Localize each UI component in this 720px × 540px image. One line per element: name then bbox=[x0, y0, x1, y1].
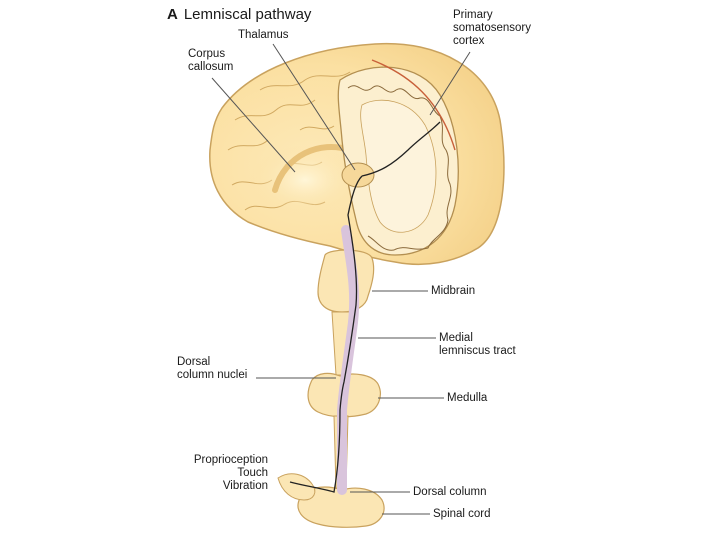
figure-letter: A bbox=[167, 6, 178, 23]
label-dorsal-column: Dorsal column bbox=[413, 486, 487, 499]
label-primary-line1: Primary bbox=[453, 9, 531, 22]
label-proprioception: Proprioception bbox=[170, 454, 268, 467]
label-medulla: Medulla bbox=[447, 392, 487, 405]
label-vibration: Vibration bbox=[170, 480, 268, 493]
figure-title: A Lemniscal pathway bbox=[167, 6, 311, 23]
label-medial-lemniscus-tract: Medial lemniscus tract bbox=[439, 332, 516, 358]
label-medial-line2: lemniscus tract bbox=[439, 345, 516, 358]
thalamus-shape bbox=[342, 163, 374, 187]
label-modalities: Proprioception Touch Vibration bbox=[170, 454, 268, 493]
label-midbrain: Midbrain bbox=[431, 285, 475, 298]
label-primary-somatosensory-cortex: Primary somatosensory cortex bbox=[453, 9, 531, 48]
label-corpus-callosum: Corpus callosum bbox=[188, 48, 233, 74]
label-spinal-cord: Spinal cord bbox=[433, 508, 491, 521]
label-corpus-callosum-line1: Corpus bbox=[188, 48, 233, 61]
label-thalamus: Thalamus bbox=[238, 29, 289, 42]
label-dorsal-column-nuclei: Dorsal column nuclei bbox=[177, 356, 247, 382]
label-corpus-callosum-line2: callosum bbox=[188, 61, 233, 74]
label-dcn-line1: Dorsal bbox=[177, 356, 247, 369]
label-primary-line2: somatosensory bbox=[453, 22, 531, 35]
figure-title-text: Lemniscal pathway bbox=[184, 6, 312, 23]
label-dcn-line2: column nuclei bbox=[177, 369, 247, 382]
label-medial-line1: Medial bbox=[439, 332, 516, 345]
label-primary-line3: cortex bbox=[453, 35, 531, 48]
label-touch: Touch bbox=[170, 467, 268, 480]
